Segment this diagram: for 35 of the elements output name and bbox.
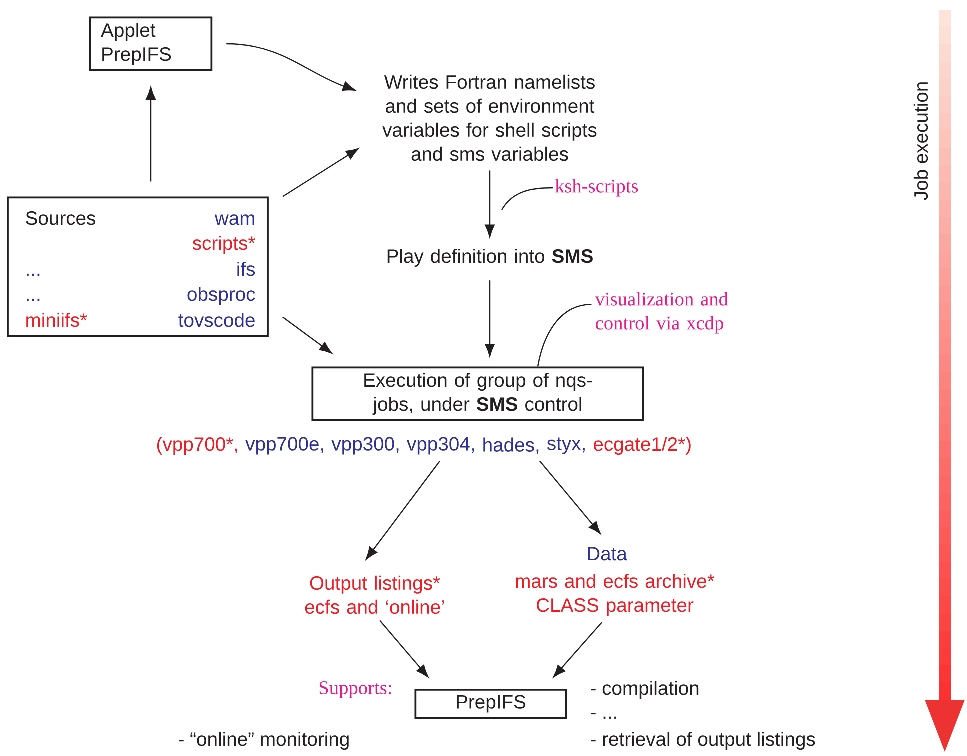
arrow xyxy=(485,280,495,357)
list-item: - retrieval of output listings xyxy=(591,732,816,750)
applet-box: Applet PrepIFS xyxy=(89,16,213,72)
arrow xyxy=(380,620,429,678)
host-name: hades, xyxy=(484,438,539,454)
output-text: Output listings* ecfs and ‘online’ xyxy=(305,576,444,614)
step-text: Writes Fortran namelists and sets of environment variables for shell scripts and sms variables xyxy=(382,74,597,162)
output-text: Data mars and ecfs archive* CLASS parameter xyxy=(516,547,715,616)
process-box: Execution of group of nqs-jobs, under SMS control xyxy=(312,366,644,422)
annotation-text: ksh-scripts xyxy=(555,179,638,197)
host-name: ecgate1/2*) xyxy=(594,436,691,455)
leader-line xyxy=(537,304,592,367)
host-name: styx, xyxy=(547,438,585,454)
arrow xyxy=(282,148,359,198)
source-list-box: Sources ... ... miniifs* wam scripts* ifs obsproc tovscode xyxy=(7,196,269,338)
list-item: - compilation xyxy=(591,680,699,699)
arrow xyxy=(485,170,495,238)
arrow xyxy=(146,87,156,182)
host-name: (vpp700*, xyxy=(157,436,238,455)
arrow xyxy=(226,43,356,92)
process-box: PrepIFS xyxy=(414,688,568,720)
arrow xyxy=(553,622,602,678)
leader-line xyxy=(502,187,554,210)
arrow xyxy=(282,316,332,354)
host-name: vpp700e, xyxy=(246,437,324,455)
arrow xyxy=(366,460,440,560)
axis-label: Job execution xyxy=(914,82,928,200)
list-item: - ... xyxy=(591,713,616,719)
host-name: vpp300, xyxy=(332,437,399,455)
host-name: vpp304, xyxy=(407,437,474,455)
annotation-text: visualization and control via xcdp xyxy=(595,292,728,334)
arrow xyxy=(540,460,601,534)
step-text: Play definition into SMS xyxy=(388,248,593,267)
list-item: - “online” monitoring xyxy=(179,732,349,750)
supports-label: Supports: xyxy=(320,682,392,698)
